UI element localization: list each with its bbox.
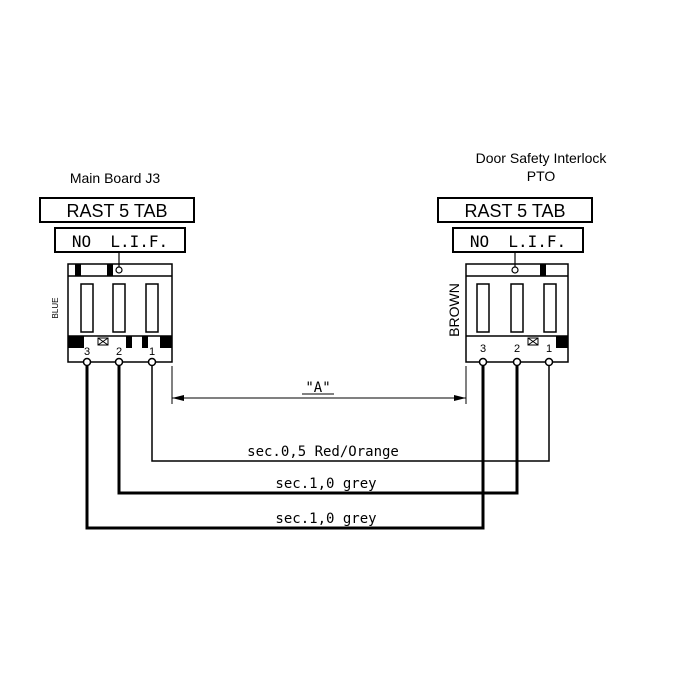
right-title-line2: PTO bbox=[527, 168, 556, 184]
right-polarity-dot bbox=[511, 266, 519, 274]
right-pin-1-terminal bbox=[544, 357, 554, 367]
right-bottom-block-1 bbox=[556, 336, 568, 348]
right-slot-1 bbox=[543, 283, 557, 333]
left-header-text: RAST 5 TAB bbox=[66, 201, 167, 221]
left-bottom-block-3 bbox=[142, 336, 148, 348]
dimension-arrow-left bbox=[172, 395, 184, 401]
right-subheader-text: NO L.I.F. bbox=[470, 232, 566, 251]
wire-pin1-label: sec.0,5 Red/Orange bbox=[247, 444, 399, 460]
left-title: Main Board J3 bbox=[70, 170, 160, 186]
left-bottom-block-1 bbox=[68, 336, 84, 348]
left-x-marker bbox=[97, 337, 109, 346]
left-header-box bbox=[39, 197, 195, 223]
right-pin-3-terminal bbox=[478, 357, 488, 367]
left-polarity-dot bbox=[115, 266, 123, 274]
left-bottom-block-2 bbox=[126, 336, 132, 348]
dimension-a: "A" bbox=[171, 366, 467, 404]
left-pin-2-terminal bbox=[114, 357, 124, 367]
wire-pin2-label: sec.1,0 grey bbox=[275, 476, 376, 492]
left-latch-1 bbox=[75, 264, 81, 276]
right-pin-2-label: 2 bbox=[514, 343, 520, 355]
left-connector: Main Board J3 RAST 5 TAB NO L.I.F. 3 2 1… bbox=[39, 170, 195, 367]
wires: sec.0,5 Red/Orange sec.1,0 grey sec.1,0 … bbox=[85, 366, 550, 530]
left-slot-1 bbox=[145, 283, 159, 333]
right-title-line1: Door Safety Interlock bbox=[476, 150, 608, 166]
left-slot-2 bbox=[112, 283, 126, 333]
left-subheader-text: NO L.I.F. bbox=[72, 232, 168, 251]
left-slot-3 bbox=[80, 283, 94, 333]
right-color-label: BROWN bbox=[446, 283, 462, 337]
right-subheader-box bbox=[452, 227, 584, 253]
right-pin-3-label: 3 bbox=[480, 343, 486, 355]
left-pin-3-label: 3 bbox=[84, 346, 90, 358]
left-subheader-box bbox=[54, 227, 186, 253]
right-pin-2-terminal bbox=[512, 357, 522, 367]
left-pin-3-terminal bbox=[82, 357, 92, 367]
right-slot-3 bbox=[476, 283, 490, 333]
left-pin-1-label: 1 bbox=[149, 346, 155, 358]
wire-pin1 bbox=[151, 366, 550, 462]
right-header-box bbox=[437, 197, 593, 223]
left-pin-2-label: 2 bbox=[116, 346, 122, 358]
wire-pin3 bbox=[85, 366, 485, 530]
right-connector: Door Safety Interlock PTO RAST 5 TAB NO … bbox=[437, 150, 608, 367]
left-bottom-block-4 bbox=[160, 336, 172, 348]
wire-pin3-label: sec.1,0 grey bbox=[275, 511, 376, 527]
dimension-arrow-right bbox=[454, 395, 466, 401]
right-slot-2 bbox=[510, 283, 524, 333]
right-x-marker bbox=[527, 337, 539, 346]
right-pin-1-label: 1 bbox=[546, 343, 552, 355]
right-header-text: RAST 5 TAB bbox=[464, 201, 565, 221]
right-latch-1 bbox=[540, 264, 546, 276]
dimension-label: "A" bbox=[305, 380, 330, 396]
left-color-label: BLUE bbox=[51, 298, 60, 319]
wire-pin2 bbox=[117, 366, 519, 495]
left-pin-1-terminal bbox=[147, 357, 157, 367]
left-latch-2 bbox=[107, 264, 113, 276]
